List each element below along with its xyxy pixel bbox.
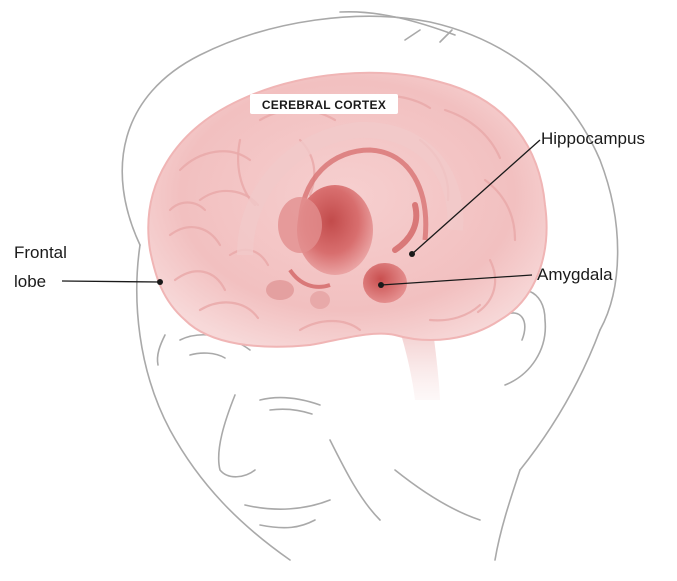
frontal-lobe-label-line2: lobe [14, 272, 46, 291]
frontal-lobe-dot [157, 279, 163, 285]
label-cerebral-cortex: CEREBRAL CORTEX [250, 94, 398, 114]
amygdala-label: Amygdala [537, 265, 613, 284]
hippocampus-dot [409, 251, 415, 257]
frontal-lobe-label-line1: Frontal [14, 243, 67, 262]
amygdala-structure [363, 263, 407, 303]
amygdala-dot [378, 282, 384, 288]
hippocampus-label: Hippocampus [541, 129, 645, 148]
cerebral-cortex-label: CEREBRAL CORTEX [262, 98, 386, 112]
frontal-lobe-leader [62, 281, 160, 282]
